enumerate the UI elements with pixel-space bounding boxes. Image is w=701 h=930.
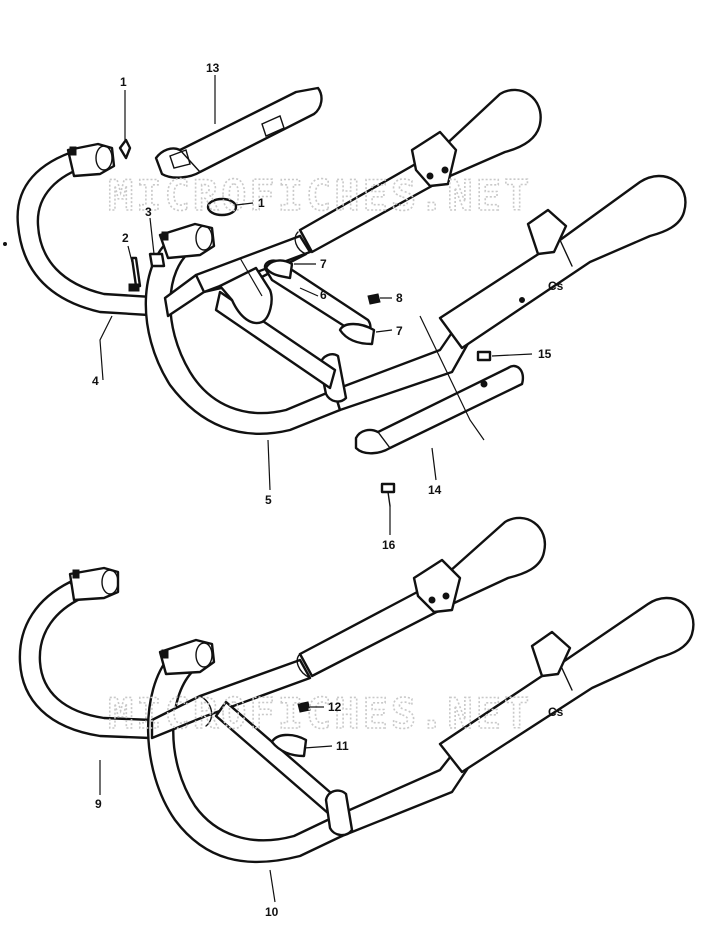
muffler-lower-2[interactable] — [438, 596, 695, 774]
clamp-part-7b[interactable] — [338, 322, 376, 346]
callout-leaders — [99, 75, 533, 903]
callout-5: 5 — [265, 493, 272, 507]
pipe-flange-right[interactable] — [158, 222, 216, 260]
callout-15: 15 — [538, 347, 552, 361]
callout-7-lower: 7 — [396, 324, 403, 338]
callout-4: 4 — [92, 374, 99, 388]
callout-7-upper: 7 — [320, 257, 327, 271]
callout-6: 6 — [320, 288, 327, 302]
heat-shield-part-14[interactable] — [354, 364, 525, 455]
pipe-stub-left[interactable] — [218, 266, 273, 325]
bolt-part-8[interactable] — [367, 293, 381, 305]
callout-2: 2 — [122, 231, 129, 245]
clamp-part-7a[interactable] — [264, 259, 294, 280]
callout-10: 10 — [265, 905, 279, 919]
callout-13: 13 — [206, 61, 220, 75]
callout-14: 14 — [428, 483, 442, 497]
callout-8: 8 — [396, 291, 403, 305]
svg-text:Cs: Cs — [548, 705, 564, 719]
watermark-upper: MICROFICHES.NET — [108, 171, 532, 220]
callout-9: 9 — [95, 797, 102, 811]
watermark-lower: MICROFICHES.NET — [108, 689, 532, 738]
exhaust-pipe-part-10[interactable] — [146, 654, 344, 864]
muffler-bracket-lower-1[interactable] — [412, 558, 462, 614]
muffler-bracket-lower-2[interactable] — [530, 630, 572, 678]
exhaust-pipe-part-5[interactable] — [144, 236, 342, 435]
heat-shield-part-13[interactable] — [154, 86, 323, 179]
screw-part-15[interactable] — [476, 350, 492, 362]
upper-exhaust-assembly: Cs — [16, 86, 687, 507]
muffler-upper-2[interactable] — [438, 174, 687, 350]
bolt-part-12[interactable] — [297, 701, 311, 713]
gasket-ring-part-1b[interactable] — [206, 197, 238, 217]
callout-1-top: 1 — [120, 75, 127, 89]
callout-11: 11 — [336, 739, 349, 753]
callout-16: 16 — [382, 538, 396, 552]
nut-part-3[interactable] — [148, 252, 166, 268]
bolt-part-2[interactable] — [130, 256, 142, 288]
callout-3: 3 — [145, 205, 152, 219]
pipe-flange-left[interactable] — [66, 142, 116, 178]
muffler-bracket-upper-2[interactable] — [526, 208, 568, 256]
lower-exhaust-assembly: Cs — [18, 516, 695, 864]
callout-labels: 1 1 2 3 4 5 6 7 7 8 9 10 11 12 13 14 15 … — [92, 61, 552, 919]
callout-12: 12 — [328, 700, 342, 714]
svg-text:Cs: Cs — [548, 279, 564, 293]
screw-part-16[interactable] — [380, 482, 396, 494]
gasket-part-1a[interactable] — [118, 138, 132, 160]
callout-1-ring: 1 — [258, 196, 265, 210]
